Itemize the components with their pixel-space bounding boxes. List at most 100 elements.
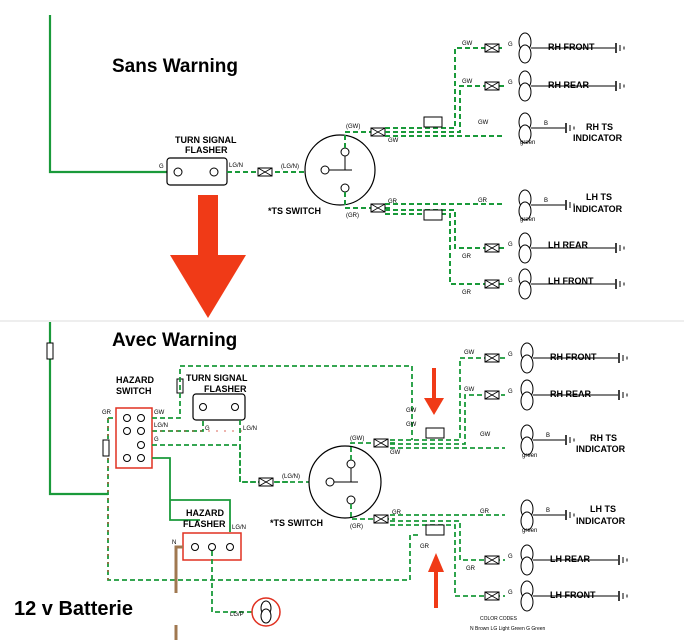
svg-text:GW: GW [388, 138, 399, 144]
wire-label-lgn: LG/N [229, 163, 243, 169]
bulb-rh-ts [518, 112, 532, 144]
bulb-lh-front [518, 268, 532, 300]
ts-switch-2 [308, 445, 382, 519]
turn-signal-flasher [166, 157, 228, 186]
battery-label: 12 v Batterie [0, 593, 178, 625]
svg-text:GR: GR [462, 290, 472, 296]
svg-text:G: G [508, 389, 513, 395]
svg-text:green: green [520, 140, 535, 146]
color-codes-title: COLOR CODES [480, 616, 518, 622]
svg-text:GR: GR [480, 509, 490, 515]
turn-signal-flasher-2 [192, 393, 246, 421]
top-title: Sans Warning [112, 56, 238, 77]
svg-text:G: G [508, 554, 513, 560]
svg-text:GW: GW [464, 387, 475, 393]
svg-text:B: B [546, 508, 550, 514]
svg-text:GW: GW [462, 41, 473, 47]
svg-text:G: G [508, 42, 513, 48]
svg-text:B: B [544, 121, 548, 127]
svg-text:GW: GW [154, 410, 165, 416]
svg-text:G: G [508, 242, 513, 248]
top-section: Sans Warning G TURN SIGNAL FLASHER LG/N … [48, 15, 625, 300]
svg-text:LH REAR: LH REAR [550, 554, 590, 564]
color-codes-row: N Brown LG Light Green G Green [470, 626, 546, 632]
wire-label-gw-paren: (GW) [346, 124, 360, 130]
svg-text:INDICATOR: INDICATOR [576, 516, 626, 526]
svg-text:LH FRONT: LH FRONT [550, 590, 596, 600]
svg-text:GR: GR [102, 410, 112, 416]
bottom-title: Avec Warning [112, 330, 237, 351]
label-rh-front: RH FRONT [548, 42, 595, 52]
svg-text:green: green [520, 217, 535, 223]
svg-text:GW: GW [464, 350, 475, 356]
svg-text:G: G [508, 80, 513, 86]
label-lh-ts-1: LH TS [586, 192, 612, 202]
svg-text:green: green [522, 453, 537, 459]
svg-text:N: N [172, 540, 176, 546]
bulb-lh-rear [518, 232, 532, 264]
wire-label-g: G [159, 164, 164, 170]
svg-text:GW: GW [478, 120, 489, 126]
svg-text:RH FRONT: RH FRONT [550, 352, 597, 362]
svg-text:B: B [546, 433, 550, 439]
label-rh-ts-1: RH TS [586, 122, 613, 132]
svg-text:LG/N: LG/N [154, 423, 168, 429]
svg-text:LG/P: LG/P [230, 612, 244, 618]
svg-text:RH REAR: RH REAR [550, 389, 592, 399]
label-lh-front: LH FRONT [548, 276, 594, 286]
svg-text:GW: GW [406, 408, 417, 414]
svg-text:(GR): (GR) [350, 524, 363, 530]
down-arrow-icon [170, 195, 246, 318]
svg-text:GR: GR [392, 510, 402, 516]
svg-text:B: B [544, 198, 548, 204]
svg-text:G: G [508, 278, 513, 284]
svg-text:green: green [522, 528, 537, 534]
svg-text:GW: GW [462, 79, 473, 85]
svg-text:LH TS: LH TS [590, 504, 616, 514]
svg-text:GR: GR [388, 199, 398, 205]
flasher-label-1: TURN SIGNAL [175, 135, 237, 145]
svg-text:G: G [205, 426, 210, 432]
svg-text:G: G [508, 352, 513, 358]
svg-text:LG/N: LG/N [243, 426, 257, 432]
warning-lamp [251, 597, 281, 627]
hazard-switch-label-2: SWITCH [116, 386, 152, 396]
flasher-label-2: FLASHER [185, 145, 228, 155]
svg-text:GR: GR [466, 566, 476, 572]
svg-text:RH TS: RH TS [590, 433, 617, 443]
hazard-flasher-label-2: FLASHER [183, 519, 226, 529]
svg-text:GR: GR [462, 254, 472, 260]
wire-label-gr-paren: (GR) [346, 213, 359, 219]
hazard-switch [115, 407, 153, 469]
bulb-lh-ts [518, 189, 532, 221]
svg-text:G: G [154, 437, 159, 443]
svg-text:INDICATOR: INDICATOR [576, 444, 626, 454]
label-rh-rear: RH REAR [548, 80, 590, 90]
flasher2-label-2: FLASHER [204, 384, 247, 394]
hazard-switch-label-1: HAZARD [116, 375, 154, 385]
svg-text:GR: GR [420, 544, 430, 550]
svg-text:(LG/N): (LG/N) [282, 474, 300, 480]
svg-text:GW: GW [480, 432, 491, 438]
hazard-flasher-label-1: HAZARD [186, 508, 224, 518]
label-lh-ts-2: INDICATOR [573, 204, 623, 214]
bulb-rh-rear [518, 70, 532, 102]
arrow-down-small-icon [424, 368, 444, 415]
ts-switch2-label: *TS SWITCH [270, 518, 323, 528]
ts-switch [304, 134, 376, 206]
arrow-up-small-icon [428, 553, 444, 608]
label-lh-rear: LH REAR [548, 240, 588, 250]
wire-label-lgn-paren: (LG/N) [281, 164, 299, 170]
svg-text:GW: GW [390, 450, 401, 456]
flasher2-label-1: TURN SIGNAL [186, 373, 248, 383]
label-rh-ts-2: INDICATOR [573, 133, 623, 143]
feed-wire [48, 15, 168, 174]
bulb-rh-front [518, 32, 532, 64]
svg-text:GR: GR [478, 198, 488, 204]
ts-switch-label: *TS SWITCH [268, 206, 321, 216]
svg-text:G: G [508, 590, 513, 596]
svg-text:LG/N: LG/N [232, 525, 246, 531]
bottom-section: Avec Warning HAZARD SWITCH GR TURN SIG [46, 322, 628, 640]
svg-text:(GW): (GW) [350, 436, 364, 442]
